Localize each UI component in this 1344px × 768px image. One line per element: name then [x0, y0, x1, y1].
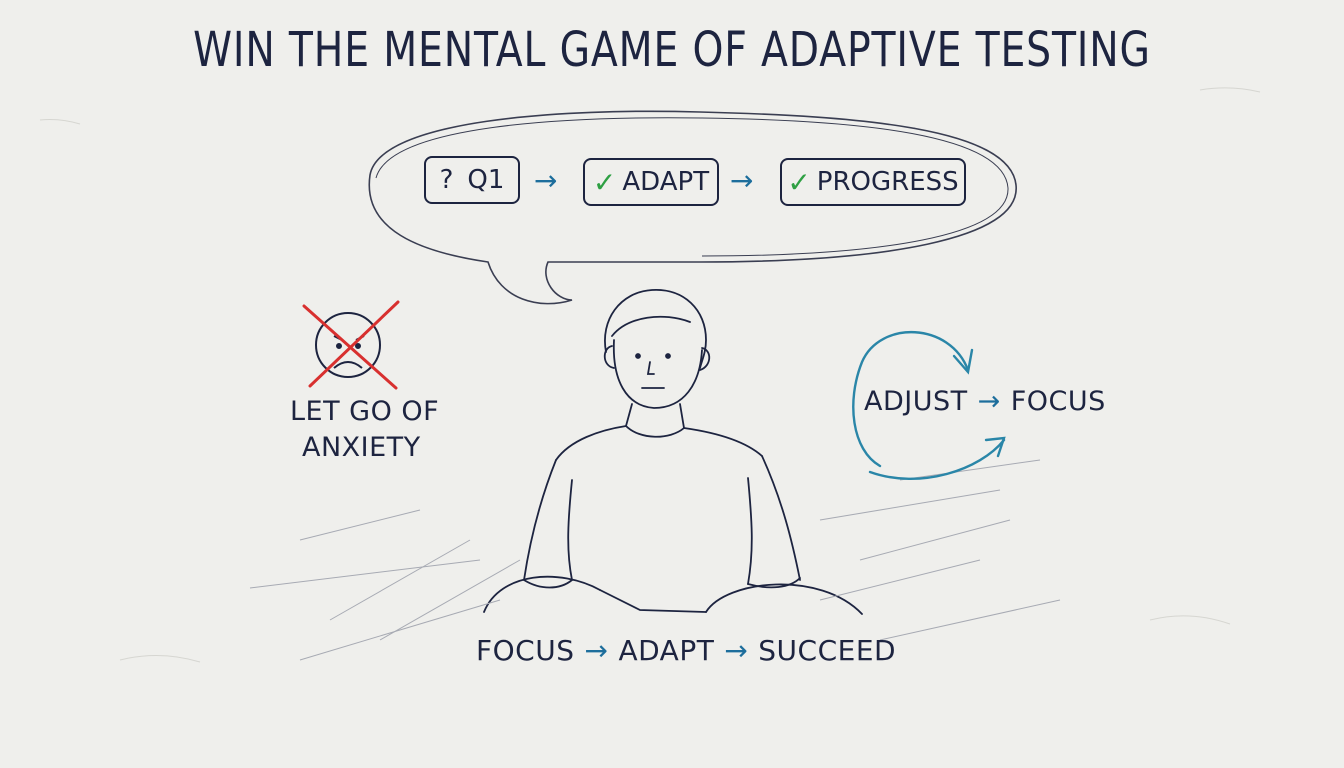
- cycle-label: ADJUST → FOCUS: [864, 386, 1106, 417]
- check-icon: ✓: [787, 165, 811, 199]
- arrow-icon: →: [724, 634, 749, 667]
- step-q1: ? Q1: [424, 156, 520, 204]
- check-icon: ✓: [592, 165, 617, 199]
- footer-word-adapt: ADAPT: [618, 634, 715, 667]
- step-progress: ✓ PROGRESS: [780, 158, 966, 206]
- footer-sequence: FOCUS → ADAPT → SUCCEED: [476, 634, 896, 667]
- arrow-icon: →: [977, 386, 1001, 417]
- arrow-icon: →: [534, 164, 558, 197]
- footer-word-focus: FOCUS: [476, 634, 575, 667]
- anxiety-label-line2: ANXIETY: [302, 432, 421, 463]
- cycle-arrows-icon: [852, 330, 1006, 480]
- step-label: PROGRESS: [816, 167, 959, 197]
- step-label: Q1: [467, 165, 505, 195]
- cross-out-icon: [302, 300, 400, 390]
- footer-word-succeed: SUCCEED: [758, 634, 897, 667]
- arrow-icon: →: [730, 164, 754, 197]
- step-label: ADAPT: [622, 167, 710, 197]
- arrow-icon: →: [584, 634, 609, 667]
- person-sketch: [483, 289, 863, 615]
- paper-texture: [39, 87, 1261, 663]
- cycle-from: ADJUST: [864, 386, 968, 417]
- page-title: WIN THE MENTAL GAME OF ADAPTIVE TESTING: [193, 22, 1151, 78]
- sad-face-icon: [315, 312, 381, 378]
- step-adapt: ✓ ADAPT: [583, 158, 719, 206]
- ground-lines: [249, 459, 1061, 661]
- thought-bubble: [368, 110, 1017, 305]
- cycle-to: FOCUS: [1010, 386, 1106, 417]
- anxiety-label-line1: LET GO OF: [290, 396, 440, 427]
- question-icon: ?: [439, 165, 454, 195]
